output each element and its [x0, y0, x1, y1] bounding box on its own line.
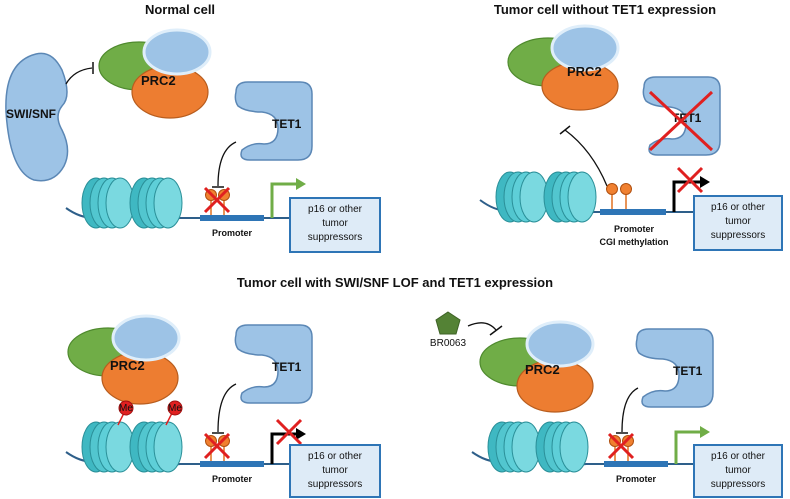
cross-mark: [676, 166, 704, 194]
nucleosome: [81, 421, 135, 473]
title-tumor-swisnf-lof: Tumor cell with SWI/SNF LOF and TET1 exp…: [237, 275, 553, 290]
target-line2: tumor: [725, 465, 751, 476]
nucleosome: [487, 421, 541, 473]
prc2-label: PRC2: [567, 64, 602, 79]
me-label: Me: [119, 403, 133, 414]
target-line3: suppressors: [308, 232, 362, 243]
inhibition-arrow: [65, 67, 93, 85]
target-line2: tumor: [725, 216, 751, 227]
promoter-region: [200, 215, 264, 221]
nucleosome: [129, 421, 183, 473]
prc2-blue-subunit: [142, 28, 212, 76]
nucleosome: [535, 421, 589, 473]
histone-methyl-mark: [167, 400, 183, 416]
prc2-blue-subunit: [111, 314, 181, 362]
tet1-label: TET1: [272, 360, 302, 374]
inhibitor-molecule-icon: [435, 311, 461, 335]
target-line1: p16 or other: [308, 204, 363, 215]
prc2-label: PRC2: [141, 73, 176, 88]
title-tumor-no-tet1: Tumor cell without TET1 expression: [494, 2, 716, 17]
histone-methyl-mark: [118, 400, 134, 416]
panel-normal-cell: SWI/SNF PRC2 TET1 Promoter p16 or other …: [5, 28, 381, 253]
target-line2: tumor: [322, 465, 348, 476]
target-line2: tumor: [322, 218, 348, 229]
transcription-active-arrow: [674, 430, 700, 464]
target-gene-box: [693, 195, 783, 251]
nucleosome: [495, 171, 549, 223]
promoter-region: [604, 461, 668, 467]
inhibitor-label: BR0063: [430, 338, 467, 349]
nucleosome: [543, 171, 597, 223]
me-label: Me: [168, 403, 182, 414]
prc2-label: PRC2: [525, 362, 560, 377]
panel-tumor-no-tet1: PRC2 TET1 Promoter CGI methylation p16 o…: [479, 24, 783, 251]
promoter-region: [200, 461, 264, 467]
target-line1: p16 or other: [308, 451, 363, 462]
prc2-blue-subunit: [550, 24, 620, 72]
promoter-region: [600, 209, 666, 215]
cpg-methyl-mark: [619, 182, 633, 210]
transcription-active-arrow: [270, 182, 296, 218]
prc2-blue-subunit: [525, 320, 595, 368]
target-line1: p16 or other: [711, 451, 766, 462]
tet1-label: TET1: [673, 364, 703, 378]
target-line3: suppressors: [308, 479, 362, 490]
target-gene-box: [693, 444, 783, 498]
nucleosome: [81, 177, 135, 229]
panel-br0063-treatment: BR0063 PRC2 TET1 Promoter p16 or other t…: [430, 311, 783, 498]
nucleosome: [129, 177, 183, 229]
promoter-label: Promoter: [212, 228, 253, 238]
target-line1: p16 or other: [711, 202, 766, 213]
title-normal-cell: Normal cell: [145, 2, 215, 17]
swi-snf-label: SWI/SNF: [6, 107, 56, 121]
target-line3: suppressors: [711, 230, 765, 241]
tet1-label: TET1: [272, 117, 302, 131]
swi-snf-complex: [5, 52, 69, 182]
target-gene-box: [289, 197, 381, 253]
target-gene-box: [289, 444, 381, 498]
promoter-label: Promoter: [614, 224, 655, 234]
target-line3: suppressors: [711, 479, 765, 490]
cpg-methyl-mark: [605, 182, 619, 210]
promoter-label: Promoter: [212, 474, 253, 484]
cgi-methylation-label: CGI methylation: [599, 237, 668, 247]
prc2-label: PRC2: [110, 358, 145, 373]
promoter-label: Promoter: [616, 474, 657, 484]
panel-swisnf-lof: PRC2 TET1 Me Me Promoter p16 or other tu…: [65, 314, 381, 498]
